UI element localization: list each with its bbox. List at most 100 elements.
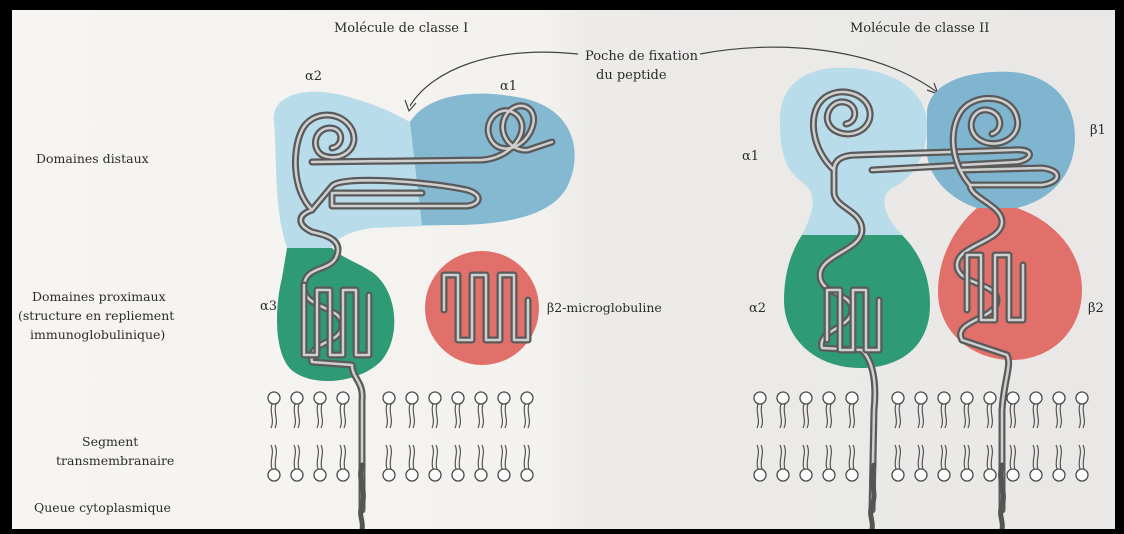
- lipid-head: [291, 469, 303, 481]
- lipid-tail: [478, 404, 483, 428]
- lipid-tail: [895, 445, 900, 469]
- lipid-tail: [1079, 445, 1084, 469]
- lipid-tail: [987, 404, 992, 428]
- lipid-head: [314, 392, 326, 404]
- lipid-tail: [294, 404, 299, 428]
- lipid-head: [475, 392, 487, 404]
- lipid-tail: [478, 445, 483, 469]
- class-1-cytoplasmic-tail: [361, 465, 364, 529]
- lipid-head: [846, 469, 858, 481]
- lipid-head: [452, 469, 464, 481]
- lipid-head: [892, 392, 904, 404]
- class-2-molecule: α1 β1 α2 β2: [742, 68, 1106, 510]
- label-proximal-line3: immunoglobulinique): [30, 327, 165, 342]
- lipid-head: [337, 392, 349, 404]
- label-proximal-line1: Domaines proximaux: [32, 289, 166, 304]
- class-1-alpha2-label: α2: [305, 69, 322, 84]
- label-segment-line1: Segment: [82, 434, 138, 449]
- lipid-tail: [757, 445, 762, 469]
- class-2-beta2-label: β2: [1088, 301, 1104, 316]
- lipid-head: [846, 392, 858, 404]
- lipid-head: [984, 392, 996, 404]
- lipid-tail: [964, 445, 969, 469]
- lipid-tail: [340, 404, 345, 428]
- lipid-tail: [780, 404, 785, 428]
- label-proximal-line2: (structure en repliement: [18, 308, 174, 323]
- label-distal-domains: Domaines distaux: [36, 151, 149, 166]
- lipid-head: [777, 392, 789, 404]
- lipid-tail: [826, 445, 831, 469]
- lipid-head: [800, 469, 812, 481]
- lipid-head: [1053, 469, 1065, 481]
- lipid-tail: [455, 445, 460, 469]
- class-1-alpha1-label: α1: [500, 79, 517, 94]
- lipid-tail: [386, 445, 391, 469]
- class-2-alpha2-label: α2: [749, 301, 766, 316]
- title-class-2: Molécule de classe II: [850, 21, 989, 36]
- lipid-head: [452, 392, 464, 404]
- class-1-b2m-chain: [444, 275, 528, 340]
- lipid-tail: [826, 404, 831, 428]
- lipid-head: [754, 469, 766, 481]
- membrane-class-2: [754, 392, 1088, 481]
- lipid-tail: [524, 404, 529, 428]
- lipid-tail: [1056, 445, 1061, 469]
- lipid-tail: [409, 404, 414, 428]
- class-1-molecule: α2 α1 α3 β2-microglobuline: [260, 69, 662, 510]
- lipid-head: [1030, 469, 1042, 481]
- lipid-tail: [271, 445, 276, 469]
- lipid-tail: [941, 404, 946, 428]
- lipid-head: [823, 392, 835, 404]
- membrane-class-1: [268, 392, 533, 481]
- lipid-head: [406, 392, 418, 404]
- lipid-tail: [1079, 404, 1084, 428]
- lipid-head: [777, 469, 789, 481]
- lipid-head: [521, 392, 533, 404]
- lipid-head: [314, 469, 326, 481]
- lipid-tail: [271, 404, 276, 428]
- lipid-head: [383, 469, 395, 481]
- lipid-head: [429, 469, 441, 481]
- lipid-tail: [1010, 404, 1015, 428]
- lipid-head: [892, 469, 904, 481]
- lipid-head: [291, 392, 303, 404]
- lipid-head: [1007, 392, 1019, 404]
- class-2-alpha1-label: α1: [742, 149, 759, 164]
- label-cytoplasmic-tail: Queue cytoplasmique: [34, 500, 171, 515]
- pocket-label-line2: du peptide: [596, 68, 667, 83]
- lipid-head: [961, 469, 973, 481]
- lipid-head: [337, 469, 349, 481]
- lipid-head: [938, 392, 950, 404]
- lipid-head: [1076, 469, 1088, 481]
- class-1-b2m-label: β2-microglobuline: [547, 300, 662, 315]
- lipid-tail: [432, 445, 437, 469]
- lipid-tail: [757, 404, 762, 428]
- lipid-tail: [317, 404, 322, 428]
- class-2-beta1-label: β1: [1090, 123, 1106, 138]
- lipid-tail: [1033, 445, 1038, 469]
- lipid-head: [429, 392, 441, 404]
- lipid-head: [938, 469, 950, 481]
- lipid-tail: [780, 445, 785, 469]
- lipid-tail: [1056, 404, 1061, 428]
- figure-frame: Molécule de classe I Molécule de classe …: [12, 10, 1115, 529]
- label-segment-line2: transmembranaire: [56, 453, 174, 468]
- class-1-alpha3-label: α3: [260, 299, 277, 314]
- lipid-tail: [941, 445, 946, 469]
- lipid-head: [498, 469, 510, 481]
- lipid-head: [961, 392, 973, 404]
- lipid-tail: [987, 445, 992, 469]
- lipid-tail: [1010, 445, 1015, 469]
- lipid-tail: [803, 445, 808, 469]
- lipid-head: [800, 392, 812, 404]
- lipid-head: [915, 469, 927, 481]
- lipid-tail: [501, 445, 506, 469]
- lipid-head: [984, 469, 996, 481]
- lipid-head: [406, 469, 418, 481]
- lipid-tail: [964, 404, 969, 428]
- lipid-tail: [501, 404, 506, 428]
- lipid-head: [521, 469, 533, 481]
- lipid-tail: [294, 445, 299, 469]
- mhc-diagram: Molécule de classe I Molécule de classe …: [12, 10, 1115, 529]
